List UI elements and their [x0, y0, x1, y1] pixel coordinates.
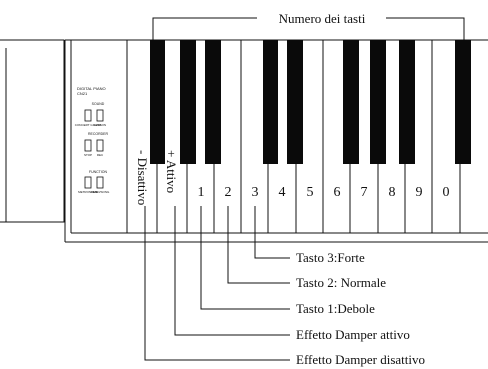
key-number-label: 7: [361, 185, 368, 200]
panel-label-stop: STOP: [84, 153, 92, 157]
key-number-label: 3: [252, 185, 259, 200]
panel-group-header-sound: SOUND: [92, 102, 105, 106]
key-number-label: 8: [389, 185, 396, 200]
key-number-labels: 1 2 3 4 5 6 7 8 9 0: [198, 185, 450, 200]
panel-button-concert-grand[interactable]: [84, 109, 92, 122]
panel-label-concert-grand: CONCERT GRAND: [75, 123, 102, 127]
control-panel: DIGITAL PIANO CN21 SOUND CONCERT GRAND L…: [75, 86, 110, 194]
panel-label-rec: REC: [97, 153, 104, 157]
title-bracket: [152, 17, 465, 40]
model-line-2: CN21: [77, 91, 88, 96]
panel-button-stop[interactable]: [84, 139, 92, 152]
black-keys: [150, 40, 471, 164]
key-number-label: 4: [279, 185, 286, 200]
panel-label-metronome: METRONOME: [78, 190, 98, 194]
panel-group-header-recorder: RECORDER: [88, 132, 109, 136]
panel-label-lesson: LESSON: [94, 123, 106, 127]
black-key: [180, 40, 196, 164]
black-key: [343, 40, 359, 164]
panel-label-demo-song: DEMO/SONG: [91, 190, 110, 194]
panel-button-rec[interactable]: [96, 139, 104, 152]
key-label-attivo: + Attivo: [164, 150, 179, 193]
panel-group-header-function: FUNCTION: [89, 170, 108, 174]
callout-lines: [144, 206, 290, 361]
key-number-label: 2: [225, 185, 232, 200]
model-line-1: DIGITAL PIANO: [77, 86, 106, 91]
black-key: [370, 40, 386, 164]
key-number-label: 6: [334, 185, 341, 200]
key-number-label: 0: [443, 185, 450, 200]
black-key: [399, 40, 415, 164]
black-key: [205, 40, 221, 164]
black-key: [287, 40, 303, 164]
panel-button-lesson[interactable]: [96, 109, 104, 122]
callout-tasto-3: Tasto 3:Forte: [296, 250, 365, 265]
black-key: [263, 40, 278, 164]
callout-tasto-1: Tasto 1:Debole: [296, 301, 375, 316]
key-number-label: 9: [416, 185, 423, 200]
black-key: [455, 40, 471, 164]
panel-button-demo-song[interactable]: [96, 176, 104, 189]
key-label-disattivo: - Disattivo: [135, 150, 150, 205]
callout-tasto-2: Tasto 2: Normale: [296, 275, 386, 290]
key-number-label: 1: [198, 185, 205, 200]
callout-damper-disattivo: Effetto Damper disattivo: [296, 352, 425, 367]
panel-button-metronome[interactable]: [84, 176, 92, 189]
black-key: [150, 40, 165, 164]
key-number-label: 5: [307, 185, 314, 200]
callout-damper-attivo: Effetto Damper attivo: [296, 327, 410, 342]
diagram-title: Numero dei tasti: [279, 11, 366, 26]
